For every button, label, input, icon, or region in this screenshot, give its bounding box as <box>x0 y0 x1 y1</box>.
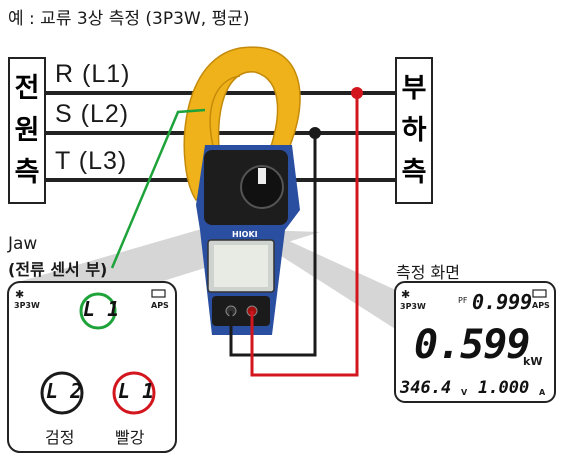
voltage-unit: V <box>461 388 468 397</box>
jaw-title: Jaw <box>8 234 38 254</box>
load-side-box: 부 하 측 <box>395 57 433 204</box>
left-bluetooth-icon: ✱ <box>15 288 25 301</box>
current-unit: A <box>539 388 546 397</box>
jaw-channel-ring <box>79 292 117 330</box>
pf-label: PF <box>458 296 468 305</box>
source-char-3: 측 <box>14 157 40 188</box>
line-label-s: S (L2) <box>55 100 130 128</box>
brand-label: HIOKI <box>232 230 258 239</box>
load-char-3: 측 <box>401 157 427 188</box>
battery-icon-2 <box>532 289 547 298</box>
screen-title: 측정 화면 <box>396 263 460 282</box>
red-channel-text: L 1 <box>118 379 155 403</box>
red-probe-point <box>351 87 363 99</box>
screen-projection <box>253 235 400 332</box>
jaw-channel-text: L 1 <box>83 297 120 321</box>
black-channel-ring <box>40 371 84 415</box>
main-power-unit: kW <box>523 355 543 368</box>
diagram-title: 예 : 교류 3상 측정 (3P3W, 평균) <box>8 9 250 29</box>
screen-aps-label: APS <box>532 301 550 310</box>
red-lead <box>250 93 359 377</box>
red-lead-label: 빨강 <box>115 428 145 447</box>
pf-value: 0.999 <box>472 290 533 314</box>
load-char-1: 부 <box>401 73 427 104</box>
meter-buttons <box>212 296 270 326</box>
screen-panel-frame <box>394 281 556 403</box>
black-lead <box>229 133 317 357</box>
line-label-t: T (L3) <box>55 147 128 175</box>
jaw-subtitle: (전류 센서 부) <box>8 260 108 279</box>
screen-mode-label: 3P3W <box>400 302 426 311</box>
left-aps-label: APS <box>151 301 169 310</box>
current-value: 1.000 <box>478 378 530 398</box>
black-lead-label: 검정 <box>45 428 75 447</box>
black-channel-text: L 2 <box>46 379 83 403</box>
meter-screen <box>214 245 268 287</box>
line-label-r: R (L1) <box>55 60 131 88</box>
red-channel-ring <box>112 371 156 415</box>
source-char-1: 전 <box>14 73 40 104</box>
battery-icon <box>151 289 166 298</box>
source-char-2: 원 <box>14 115 40 146</box>
function-dial <box>240 165 284 209</box>
left-mode-label: 3P3W <box>14 301 40 310</box>
main-power-value: 0.599 <box>414 322 530 368</box>
black-probe-point <box>309 127 321 139</box>
screen-bluetooth-icon: ✱ <box>401 288 411 301</box>
jaw-leader <box>110 108 206 269</box>
load-char-2: 하 <box>401 115 427 146</box>
source-side-box: 전 원 측 <box>8 57 46 204</box>
dial-pointer <box>258 168 266 184</box>
clamp-jaw-inner <box>209 75 241 151</box>
voltage-value: 346.4 <box>400 378 452 398</box>
